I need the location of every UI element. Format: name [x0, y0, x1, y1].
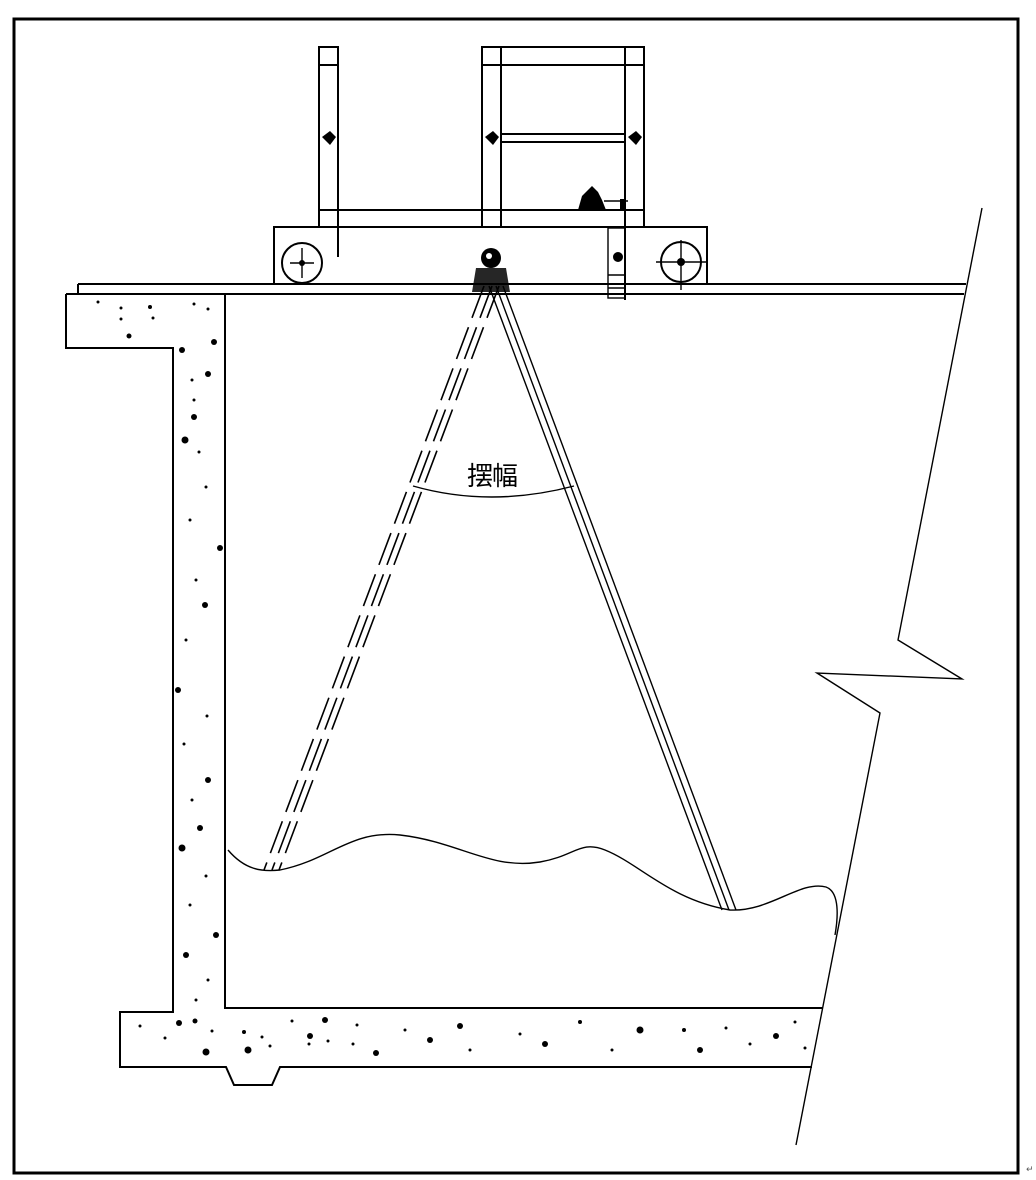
rail-track	[66, 283, 966, 295]
motor-unit	[578, 186, 628, 210]
pivot-joint	[472, 248, 510, 292]
left-upright-post	[318, 46, 339, 257]
swing-arm-left-dashed	[263, 285, 500, 871]
left-wheel	[281, 242, 323, 284]
swing-arm-right-solid	[488, 285, 737, 911]
right-frame	[319, 46, 645, 300]
paragraph-mark: ↵	[1026, 1165, 1034, 1175]
outer-frame-border	[12, 17, 1020, 1175]
swing-amplitude-label: 摆幅	[467, 462, 518, 492]
break-line-right	[795, 207, 983, 1146]
liquid-surface	[227, 833, 838, 936]
right-wheel	[656, 240, 706, 290]
concrete-wall-left	[65, 294, 823, 1086]
concrete-floor-slab	[138, 1017, 807, 1056]
swing-arc	[412, 485, 575, 498]
